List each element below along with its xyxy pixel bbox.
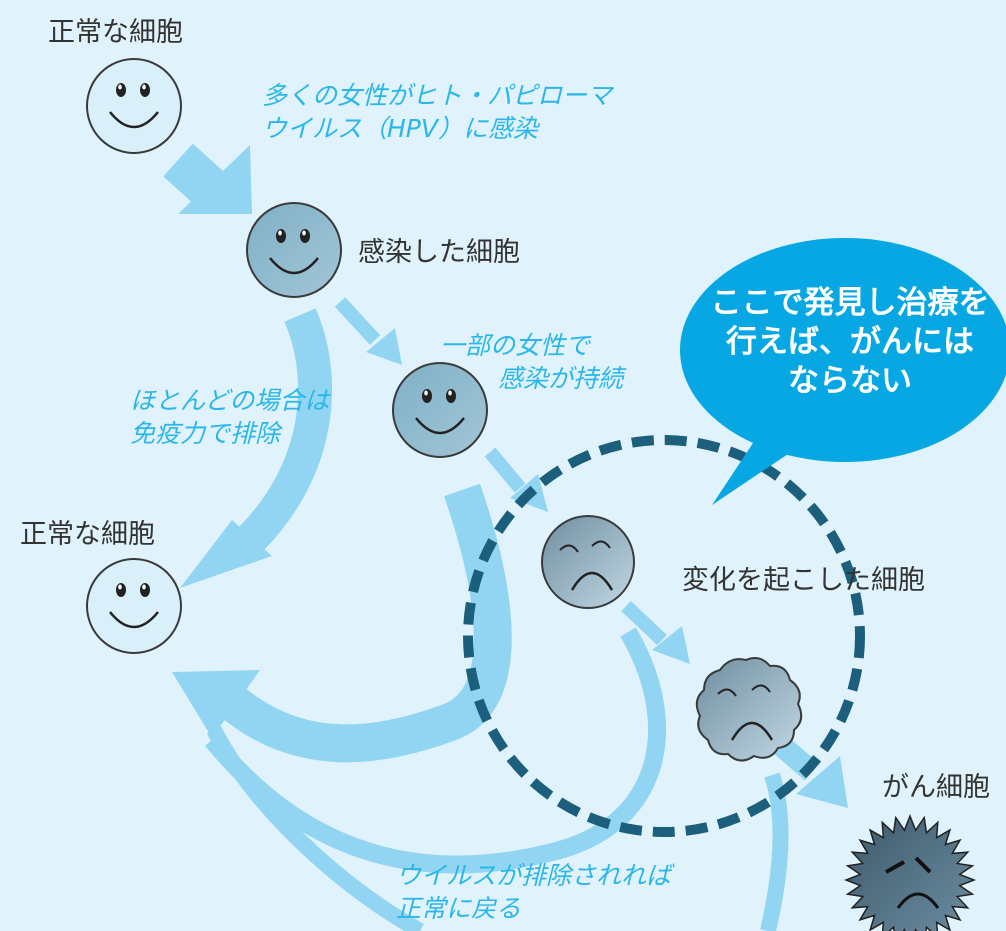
label-immune-line2: 免疫力で排除 (130, 418, 281, 448)
bubble-line1: ここで発見し治療を (710, 285, 990, 321)
bubble-text: ここで発見し治療を 行えば、がんには ならない (700, 284, 1000, 400)
arrow-persistent (334, 297, 402, 365)
arrow-infection (163, 143, 252, 215)
precancer-cell (695, 657, 803, 762)
label-persistent-line1: 一部の女性で (440, 331, 591, 360)
arrow-back-to-normal-1 (172, 483, 512, 763)
label-infection: 多くの女性がヒト・パピローマ ウイルス（HPV）に感染 (262, 80, 612, 145)
label-infection-line1: 多くの女性がヒト・パピローマ (262, 81, 613, 110)
bubble-line3: ならない (788, 362, 912, 399)
bubble-line2: 行えば、がんには (726, 323, 974, 360)
label-normal-cell-top: 正常な細胞 (48, 17, 183, 48)
normal-cell-left (86, 558, 182, 654)
cancer-cell (843, 813, 977, 931)
label-immune-line1: ほとんどの場合は (130, 386, 330, 415)
label-changed-cell: 変化を起こした細胞 (682, 565, 925, 596)
changed-cell (541, 515, 635, 609)
label-infected-cell: 感染した細胞 (358, 237, 520, 268)
normal-cell-top (86, 58, 182, 154)
label-virus-removed-line1: ウイルスが排除されれば (396, 861, 672, 890)
label-normal-cell-left: 正常な細胞 (20, 519, 155, 550)
label-virus-removed: ウイルスが排除されれば 正常に戻る (396, 860, 671, 925)
label-immune: ほとんどの場合は 免疫力で排除 (130, 385, 329, 450)
arrow-to-precancer (621, 600, 690, 664)
label-persistent-line2: 感染が持続 (498, 363, 624, 393)
label-infection-line2: ウイルス（HPV）に感染 (262, 113, 538, 143)
persistent-infected-cell (392, 362, 488, 458)
dashed-detection-circle (463, 435, 865, 837)
arrow-immune-clearance (180, 308, 333, 588)
label-virus-removed-line2: 正常に戻る (396, 893, 522, 923)
label-persistent: 一部の女性で 感染が持続 (440, 330, 623, 395)
label-cancer-cell: がん細胞 (882, 772, 990, 803)
speech-bubble (680, 238, 1006, 505)
infected-cell (246, 202, 342, 298)
arrow-to-cancer (767, 731, 848, 808)
